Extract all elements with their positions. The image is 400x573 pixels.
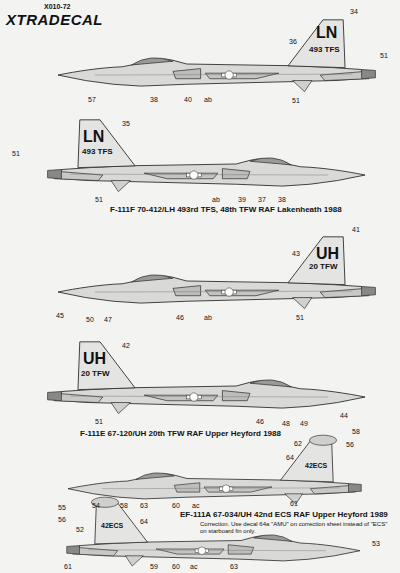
callout-number: 59 (150, 563, 158, 571)
tail-code: UH (83, 350, 106, 368)
callout-number: 44 (340, 412, 348, 420)
correction-note: Correction. Use decal 64a "AMU" on corre… (200, 521, 395, 534)
callout-number: 43 (292, 250, 300, 258)
squadron-text: 20 TFW (309, 263, 337, 272)
tail-code: LN (83, 128, 104, 146)
callout-number: 50 (86, 316, 94, 324)
callout-number: 58 (352, 428, 360, 436)
callout-number: 42 (122, 342, 130, 350)
f111e-starboard (48, 342, 365, 414)
f111f-starboard (48, 120, 365, 192)
callout-letter: ac (192, 502, 199, 510)
callout-number: 47 (104, 316, 112, 324)
scheme-caption: F-111E 67-120/UH 20th TFW RAF Upper Heyf… (80, 430, 281, 439)
callout-number: 51 (380, 52, 388, 60)
brand-logo: XTRADECAL (6, 12, 103, 29)
callout-number: 52 (76, 526, 84, 534)
sheet-code: X010-72 (44, 3, 70, 11)
squadron-text: 493 TFS (82, 148, 113, 157)
callout-number: 61 (290, 500, 298, 508)
callout-number: 51 (95, 418, 103, 426)
squadron-text: 42ECS (101, 522, 123, 530)
callout-number: 58 (120, 502, 128, 510)
tail-code: LN (316, 24, 337, 42)
callout-letter: ab (212, 196, 220, 204)
callout-number: 56 (346, 441, 354, 449)
callout-number: 64 (286, 454, 294, 462)
callout-letter: ab (204, 96, 212, 104)
callout-number: 55 (58, 504, 66, 512)
callout-number: 57 (88, 96, 96, 104)
squadron-text: 493 TFS (309, 46, 340, 55)
callout-number: 51 (95, 196, 103, 204)
callout-number: 54 (92, 502, 100, 510)
f111e-port (58, 237, 375, 309)
callout-number: 53 (372, 540, 380, 548)
callout-number: 61 (64, 563, 72, 571)
callout-number: 60 (172, 563, 180, 571)
callout-number: 51 (12, 150, 20, 158)
callout-letter: ab (204, 314, 212, 322)
callout-number: 36 (289, 38, 297, 46)
callout-number: 49 (300, 420, 308, 428)
callout-number: 64 (140, 518, 148, 526)
f111f-port (58, 20, 375, 92)
callout-number: 41 (352, 226, 360, 234)
callout-number: 51 (296, 314, 304, 322)
callout-number: 56 (58, 516, 66, 524)
callout-number: 39 (238, 196, 246, 204)
callout-number: 34 (350, 8, 358, 16)
callout-number: 48 (282, 420, 290, 428)
callout-number: 63 (140, 502, 148, 510)
callout-number: 38 (278, 196, 286, 204)
callout-number: 63 (230, 563, 238, 571)
callout-number: 37 (258, 196, 266, 204)
callout-number: 40 (184, 96, 192, 104)
tail-code: UH (316, 245, 339, 263)
squadron-text: 20 TFW (81, 370, 109, 379)
callout-number: 35 (122, 120, 130, 128)
callout-letter: ac (190, 563, 197, 571)
callout-number: 60 (172, 502, 180, 510)
callout-number: 45 (56, 312, 64, 320)
squadron-text: 42ECS (305, 462, 327, 470)
ef111a-port (68, 435, 361, 504)
callout-number: 62 (294, 440, 302, 448)
callout-number: 46 (256, 418, 264, 426)
scheme-caption: EF-111A 67-034/UH 42nd ECS RAF Upper Hey… (180, 511, 388, 520)
scheme-caption: F-111F 70-412/LH 493rd TFS, 48th TFW RAF… (110, 206, 342, 215)
callout-number: 51 (292, 97, 300, 105)
callout-number: 46 (176, 314, 184, 322)
callout-number: 38 (150, 96, 158, 104)
